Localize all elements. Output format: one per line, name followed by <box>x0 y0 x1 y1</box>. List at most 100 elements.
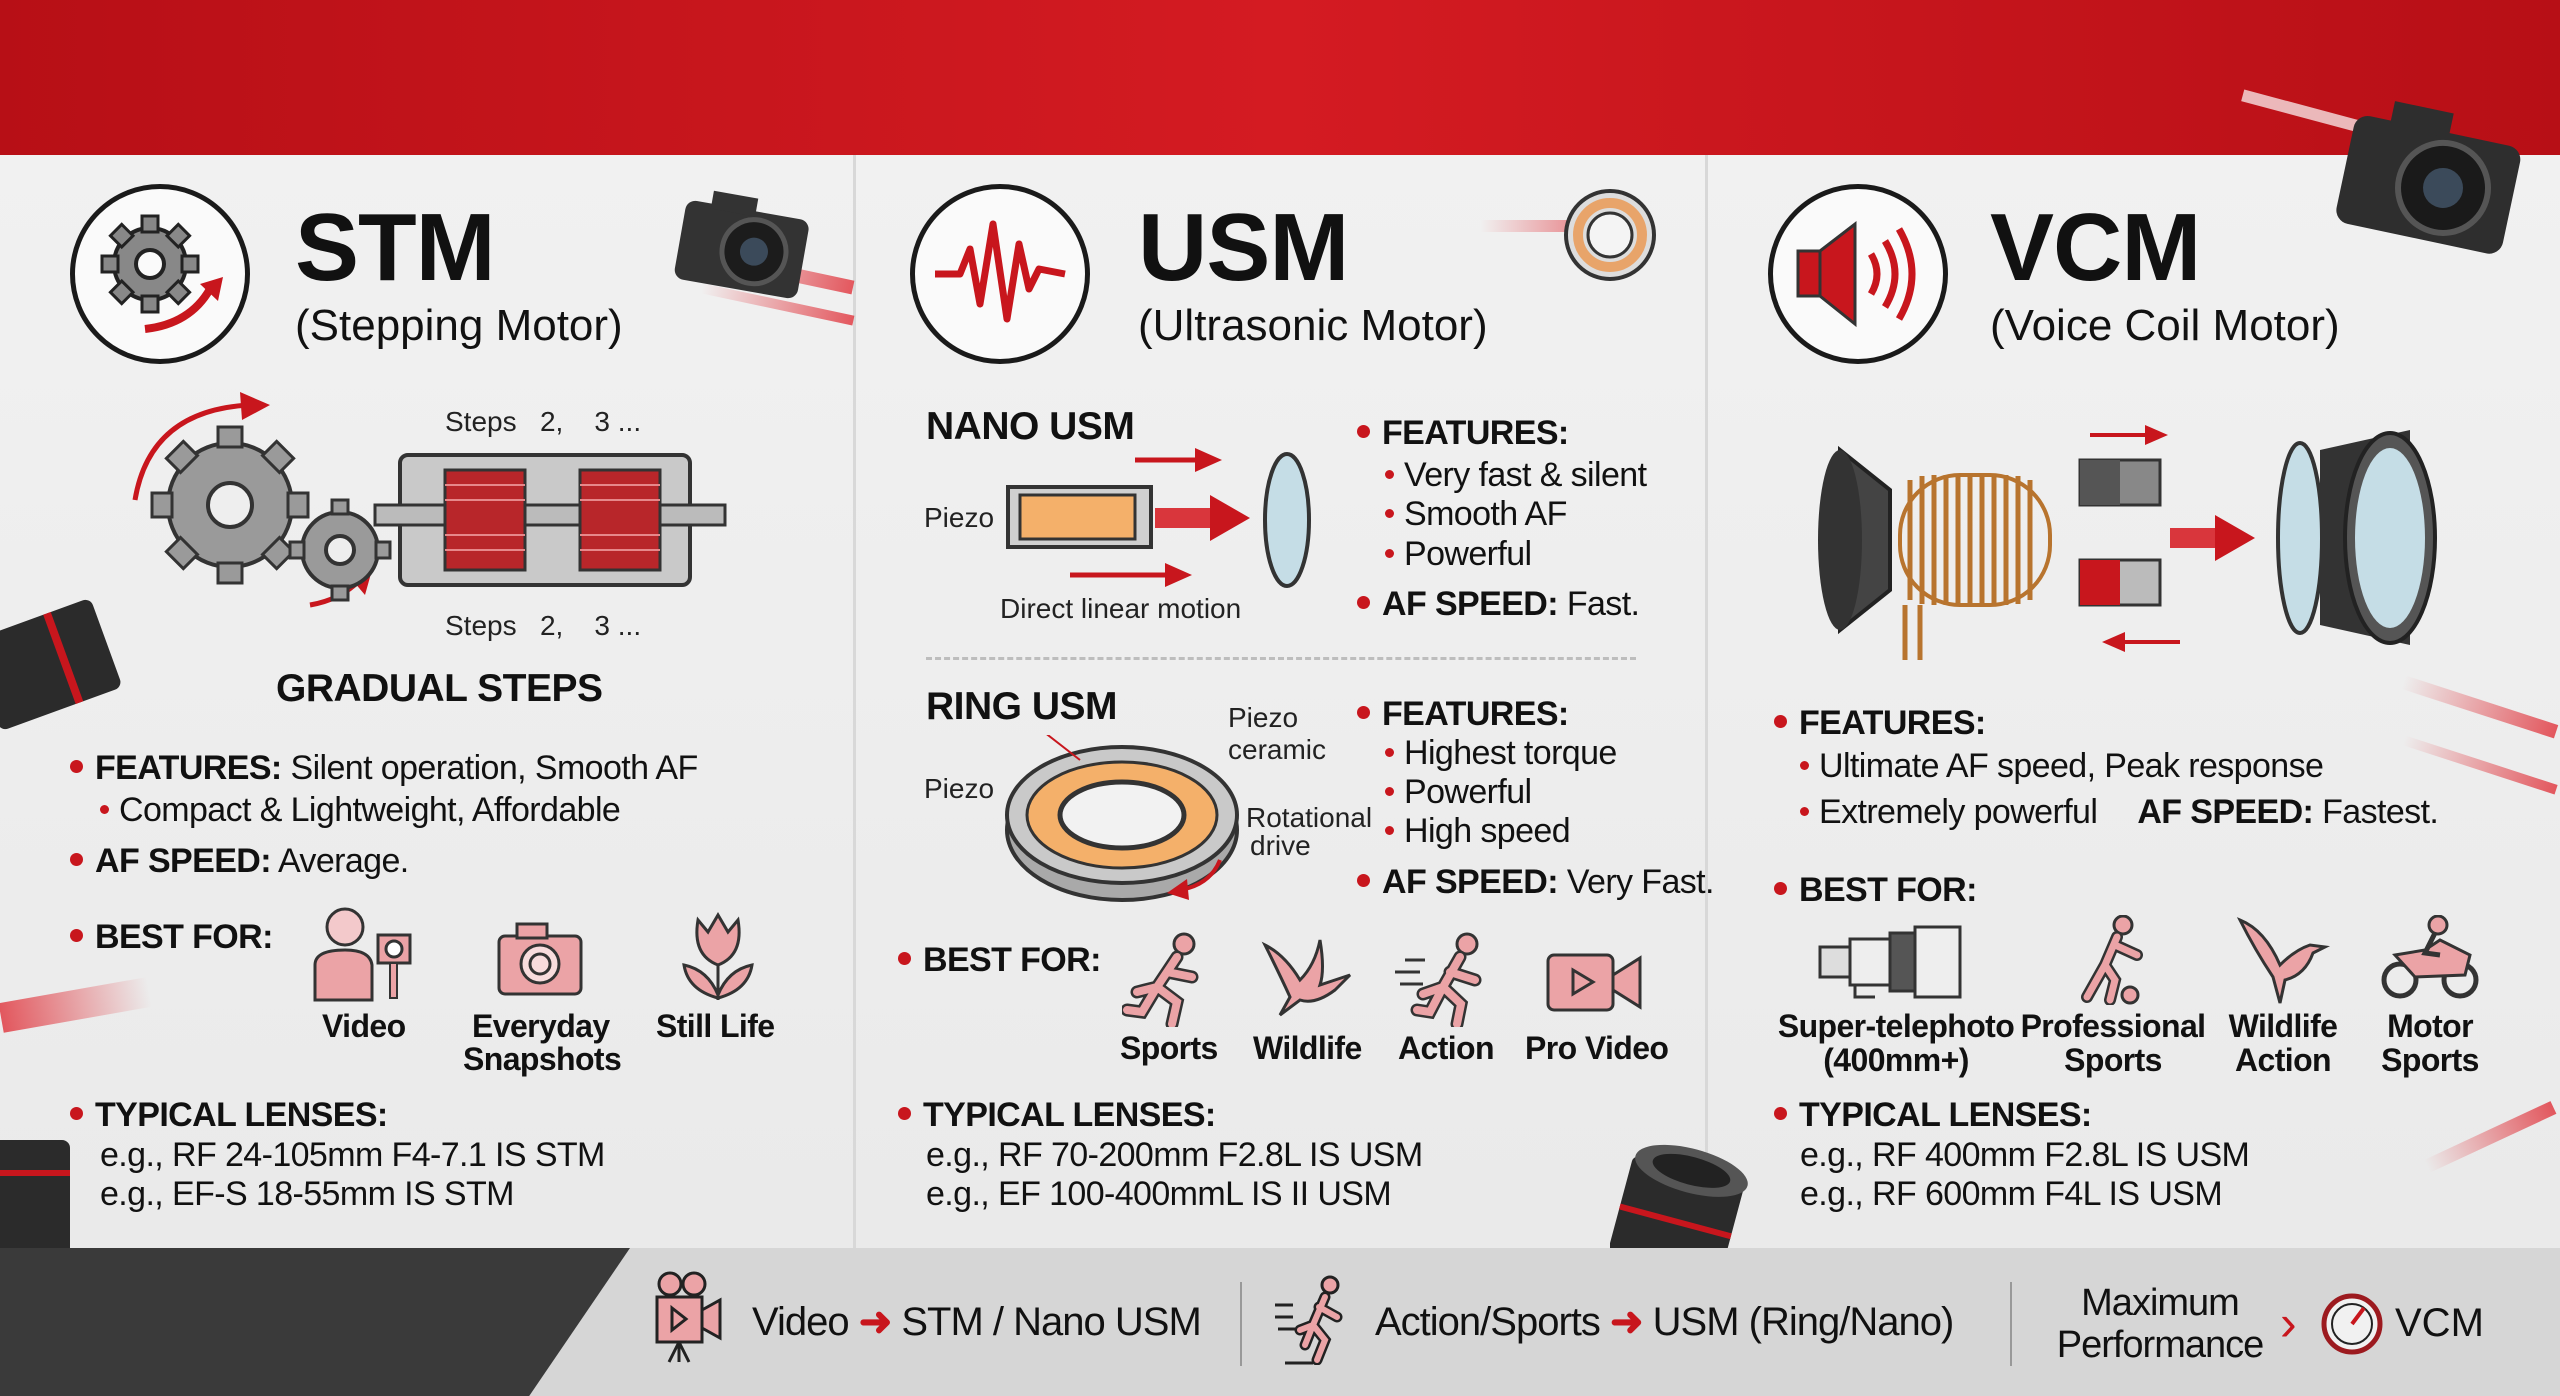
stm-features: FEATURES: Silent operation, Smooth AF <box>70 751 698 785</box>
af-speed-value: Fastest. <box>2322 793 2439 831</box>
label-line2: Sports <box>2381 1041 2479 1078</box>
stm-lens-2: e.g., EF-S 18-55mm IS STM <box>100 1175 514 1213</box>
vcm-lens-1: e.g., RF 400mm F2.8L IS USM <box>1800 1136 2250 1174</box>
best-for-label: BEST FOR: <box>95 918 273 956</box>
lens-decoration-icon <box>1610 1144 1748 1250</box>
speaker-icon <box>1796 220 1916 328</box>
usm-title: USM <box>1138 194 1349 301</box>
nano-usm-diagram <box>1006 448 1311 588</box>
label-line1: Super-telephoto <box>1777 1008 2015 1044</box>
af-speed-value: Very Fast. <box>1566 863 1715 901</box>
usm-lens-1: e.g., RF 70-200mm F2.8L IS USM <box>926 1136 1423 1174</box>
label-line1: Wildlife <box>2228 1008 2338 1044</box>
ring-af-speed: AF SPEED: Very Fast. <box>1357 865 1714 899</box>
video-camera-icon <box>1546 953 1642 1012</box>
feature-text: Powerful <box>1404 773 1532 811</box>
best-for-everyday-line2: Snapshots <box>463 1041 622 1077</box>
feature-text: Extremely powerful <box>1819 793 2098 831</box>
label-line2: Action <box>2235 1041 2332 1078</box>
camera-icon <box>497 922 583 996</box>
nano-feature: Powerful <box>1385 537 1532 571</box>
features-label: FEATURES: <box>95 749 282 787</box>
voice-coil-diagram <box>1818 425 2437 660</box>
summary-video: Video ➜ STM / Nano USM <box>752 1300 1202 1344</box>
ring-usm-title: RING USM <box>926 685 1118 728</box>
motorcycle-icon <box>2381 915 2479 999</box>
nano-af-speed: AF SPEED: Fast. <box>1357 585 1640 623</box>
label-line1: Motor <box>2387 1008 2473 1044</box>
top-banner <box>0 0 2560 155</box>
movie-camera-icon <box>655 1271 722 1363</box>
label-line2: Sports <box>2064 1041 2162 1078</box>
af-speed-label: AF SPEED: <box>2137 793 2314 831</box>
summary-vcm: VCM <box>2395 1301 2484 1345</box>
best-for-label: BEST FOR: <box>923 941 1101 979</box>
piezo-ceramic-label-line2: ceramic <box>1228 734 1327 765</box>
gradual-steps-caption: GRADUAL STEPS <box>276 667 603 710</box>
stm-icon-circle <box>70 184 250 364</box>
label-line2: (400mm+) <box>1823 1041 1969 1078</box>
usm-lenses-label: TYPICAL LENSES: <box>898 1098 1216 1132</box>
ring-features-label: FEATURES: <box>1357 697 1569 731</box>
summary-from: Video <box>752 1300 850 1344</box>
summary-to: STM / Nano USM <box>901 1300 1201 1344</box>
usm-subtitle: (Ultrasonic Motor) <box>1138 301 1488 350</box>
summary-bar-dark-wedge <box>0 1248 630 1396</box>
feature-text: Very fast & silent <box>1404 456 1647 494</box>
stepping-motor-diagram <box>132 392 727 608</box>
best-for-video: Video <box>322 1008 406 1044</box>
stm-af-speed: AF SPEED: Average. <box>70 844 409 878</box>
best-for-action: Action <box>1398 1030 1495 1066</box>
feature-text: High speed <box>1404 812 1571 850</box>
features-text: Silent operation, Smooth AF <box>290 749 699 787</box>
label-line1: Professional <box>2020 1008 2206 1044</box>
vcm-lens-2: e.g., RF 600mm F4L IS USM <box>1800 1175 2223 1213</box>
af-speed-value: Fast. <box>1566 585 1640 623</box>
best-for-label: BEST FOR: <box>1799 871 1977 909</box>
ring-bearing-decoration-icon <box>1564 189 1656 281</box>
waveform-icon <box>935 220 1066 323</box>
af-speed-label: AF SPEED: <box>1382 585 1559 623</box>
lenses-label: TYPICAL LENSES: <box>1799 1096 2092 1134</box>
sprinter-icon <box>1395 932 1482 1027</box>
gauge-icon <box>2321 1293 2383 1355</box>
best-for-everyday: Everyday <box>472 1008 610 1044</box>
telephoto-lens-icon <box>1818 925 1962 999</box>
vcm-feature: Ultimate AF speed, Peak response <box>1800 749 2324 783</box>
best-for-pro-video: Pro Video <box>1525 1030 1669 1066</box>
ring-feature: High speed <box>1385 812 1571 850</box>
best-for-still-life: Still Life <box>656 1008 775 1044</box>
rotational-drive-label: Rotational <box>1246 802 1373 833</box>
vlogger-icon <box>313 907 412 1002</box>
section-divider <box>926 657 1636 660</box>
features-label: FEATURES: <box>1382 414 1569 452</box>
vcm-subtitle: (Voice Coil Motor) <box>1990 301 2340 350</box>
piezo-label: Piezo <box>924 502 995 533</box>
nano-feature: Smooth AF <box>1385 497 1567 531</box>
stm-features-line2: Compact & Lightweight, Affordable <box>100 793 621 827</box>
ring-usm-diagram <box>1005 735 1239 902</box>
nano-feature: Very fast & silent <box>1385 456 1647 494</box>
bird-icon <box>1261 939 1352 1017</box>
summary-divider <box>1240 1282 1242 1366</box>
chevron-right-icon: › <box>2280 1295 2297 1351</box>
camera-decoration-icon <box>2336 101 2521 254</box>
nano-features-label: FEATURES: <box>1357 416 1569 450</box>
sprinter-icon <box>1275 1275 1343 1365</box>
bird-icon <box>2236 917 2330 1004</box>
feature-text: Highest torque <box>1404 734 1617 772</box>
gear-rotation-icon <box>100 214 223 333</box>
vcm-icon-circle <box>1768 184 1948 364</box>
stm-lenses-label: TYPICAL LENSES: <box>70 1098 388 1132</box>
af-speed-label: AF SPEED: <box>95 842 272 880</box>
arrow-right-icon: ➜ <box>858 1300 893 1344</box>
lens-decoration-icon <box>0 1140 70 1270</box>
camera-decoration-icon <box>674 190 809 299</box>
usm-lens-2: e.g., EF 100-400mmL IS II USM <box>926 1175 1392 1213</box>
usm-column <box>856 155 1708 1248</box>
